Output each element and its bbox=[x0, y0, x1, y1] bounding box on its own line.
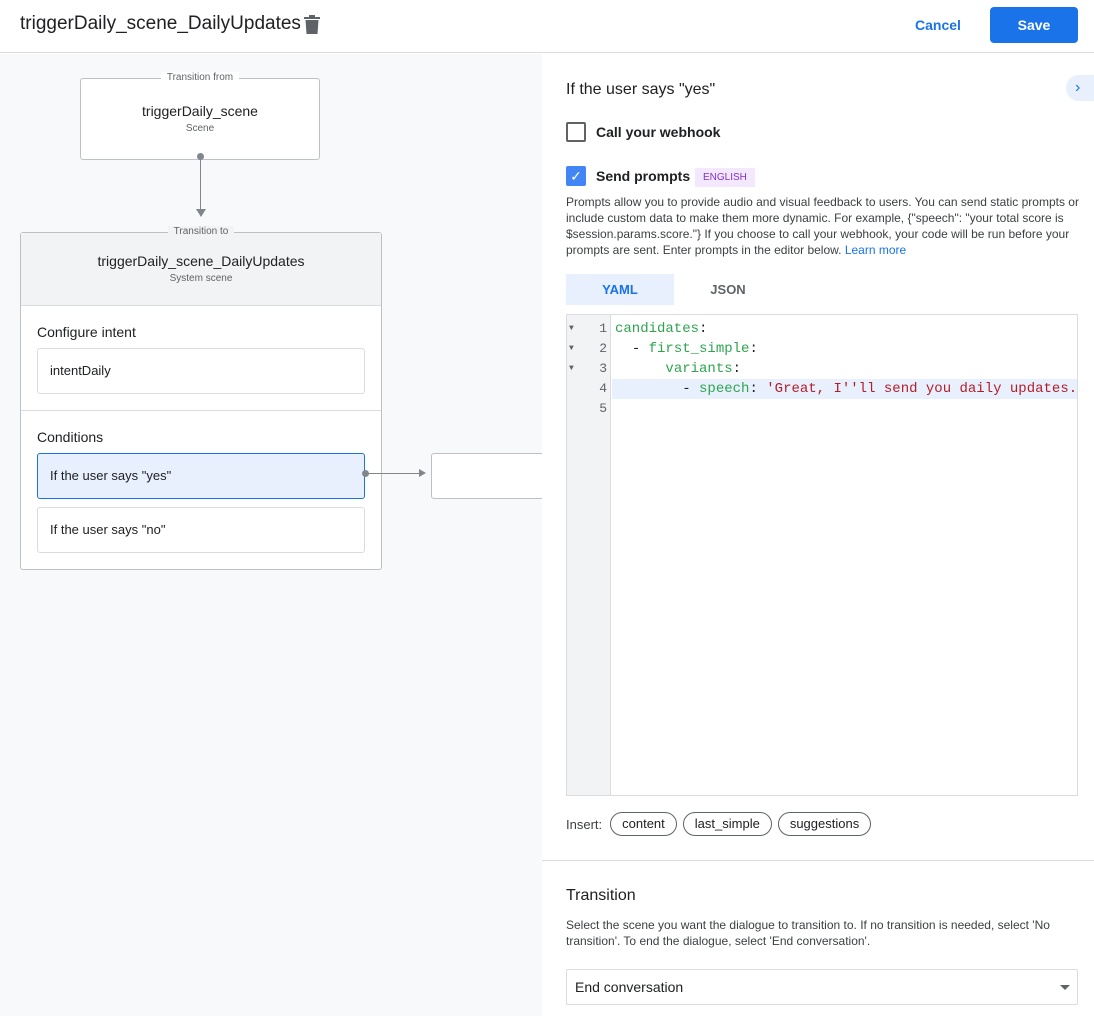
transition-description: Select the scene you want the dialogue t… bbox=[566, 918, 1050, 948]
prompts-description: Prompts allow you to provide audio and v… bbox=[566, 195, 1079, 257]
to-scene-name: triggerDaily_scene_DailyUpdates bbox=[97, 253, 305, 269]
tab-json[interactable]: JSON bbox=[710, 282, 746, 297]
from-scene-type: Scene bbox=[185, 123, 215, 134]
transition-heading: Transition bbox=[566, 887, 636, 904]
condition-no[interactable]: If the user says "no" bbox=[37, 507, 365, 553]
insert-content-chip[interactable]: content bbox=[610, 812, 677, 836]
prompts-label: Send prompts bbox=[596, 168, 691, 184]
arrow-down-icon bbox=[196, 209, 206, 217]
intent-card[interactable]: intentDaily bbox=[37, 348, 365, 394]
transition-to-node: Transition to triggerDaily_scene_DailyUp… bbox=[20, 226, 382, 570]
condition-panel: › If the user says "yes" Call your webho… bbox=[542, 54, 1094, 1016]
scene-canvas: Transition from triggerDaily_scene Scene… bbox=[0, 54, 542, 1016]
transition-select[interactable]: End conversation bbox=[566, 969, 1078, 1005]
conditions-heading: Conditions bbox=[37, 429, 104, 445]
dropdown-arrow-icon bbox=[1060, 985, 1070, 990]
language-badge: ENGLISH bbox=[695, 168, 755, 187]
learn-more-link[interactable]: Learn more bbox=[844, 243, 907, 257]
header-bar: triggerDaily_scene_DailyUpdates Cancel S… bbox=[0, 0, 1094, 53]
prompts-checkbox[interactable]: ✓ bbox=[566, 166, 586, 186]
configure-intent-heading: Configure intent bbox=[37, 324, 136, 340]
cancel-button[interactable]: Cancel bbox=[915, 17, 961, 33]
arrow-right-icon bbox=[419, 469, 426, 477]
webhook-checkbox[interactable] bbox=[566, 122, 586, 142]
delete-icon[interactable] bbox=[304, 15, 320, 34]
page-title: triggerDaily_scene_DailyUpdates bbox=[20, 13, 301, 34]
panel-heading: If the user says "yes" bbox=[566, 81, 716, 98]
insert-suggestions-chip[interactable]: suggestions bbox=[777, 812, 872, 836]
insert-last-simple-chip[interactable]: last_simple bbox=[682, 812, 772, 836]
to-scene-type: System scene bbox=[169, 273, 233, 284]
collapse-panel-icon[interactable]: › bbox=[1066, 75, 1094, 101]
from-scene-name: triggerDaily_scene bbox=[142, 103, 258, 119]
condition-yes[interactable]: If the user says "yes" bbox=[37, 453, 365, 499]
webhook-label: Call your webhook bbox=[596, 124, 721, 140]
transition-to-label: Transition to bbox=[167, 226, 235, 237]
insert-label: Insert: bbox=[566, 816, 603, 832]
empty-target-node[interactable] bbox=[431, 453, 542, 499]
code-editor[interactable]: ▼1 ▼2 ▼3 4 5 candidates: - first_simple:… bbox=[566, 314, 1078, 796]
connector-line bbox=[200, 160, 201, 210]
tab-yaml[interactable]: YAML bbox=[566, 274, 674, 305]
save-button[interactable]: Save bbox=[990, 7, 1078, 43]
transition-from-node[interactable]: Transition from triggerDaily_scene Scene bbox=[80, 72, 320, 160]
transition-from-label: Transition from bbox=[160, 72, 240, 83]
transition-selected-value: End conversation bbox=[575, 979, 684, 995]
